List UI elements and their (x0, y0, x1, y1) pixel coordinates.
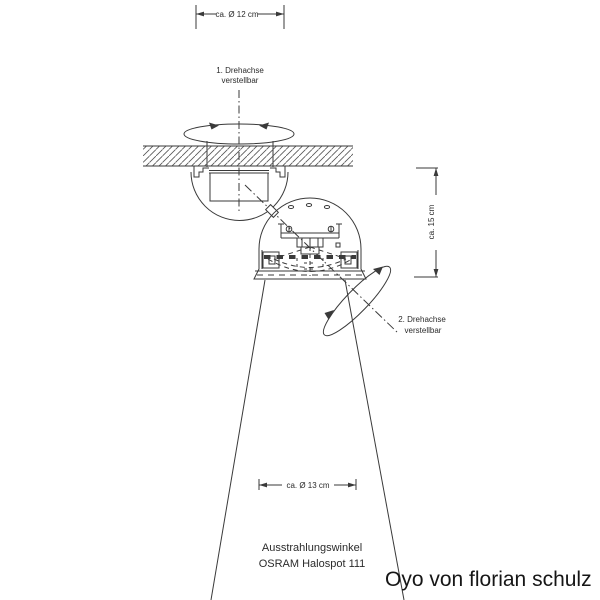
light-beam-cone (210, 279, 405, 600)
rotation-arrow-1-icon (183, 122, 295, 145)
dimension-top-label: ca. Ø 12 cm (215, 10, 258, 19)
axis1-label-line1: 1. Drehachse (216, 66, 264, 75)
brand-text: Oyo von florian schulz (385, 568, 592, 591)
ceiling-hatch (143, 145, 353, 167)
dimension-beam-label: ca. Ø 13 cm (286, 481, 329, 490)
dimension-top-diameter (195, 5, 285, 29)
axis2-label-line2: verstellbar (405, 326, 442, 335)
lamp-head (253, 197, 367, 280)
dim-arrow-up (433, 168, 439, 176)
mount-clip-left (193, 166, 209, 178)
mount-clip-right (270, 166, 286, 178)
dimension-beam-diameter (258, 479, 357, 490)
inner-bracket (278, 223, 342, 239)
dimension-height-label: ca. 15 cm (427, 204, 436, 239)
dim-arrow-left (196, 11, 204, 17)
side-detail-square (335, 242, 341, 248)
dim-arrow-right (348, 482, 356, 488)
axis-break-marker (264, 203, 280, 219)
reflector-hidden-lines (267, 246, 353, 276)
vent-holes (287, 203, 331, 209)
lamp-socket (296, 237, 324, 255)
dim-arrow-right (276, 11, 284, 17)
beam-caption-line2: OSRAM Halospot 111 (259, 558, 366, 570)
canopy-mount (193, 166, 286, 202)
axis2-label-line1: 2. Drehachse (398, 315, 446, 324)
rotation-arrow-2-icon (322, 265, 392, 337)
dimension-height (414, 167, 439, 278)
beam-caption-line1: Ausstrahlungswinkel (262, 542, 362, 554)
lamp-head-outline (253, 197, 367, 280)
transformer-box (209, 172, 269, 202)
swivel-dome-upper (190, 171, 289, 221)
dim-arrow-down (433, 269, 439, 277)
axis1-label-line2: verstellbar (222, 76, 259, 85)
dim-arrow-left (259, 482, 267, 488)
corner-bracket-right (340, 251, 358, 269)
